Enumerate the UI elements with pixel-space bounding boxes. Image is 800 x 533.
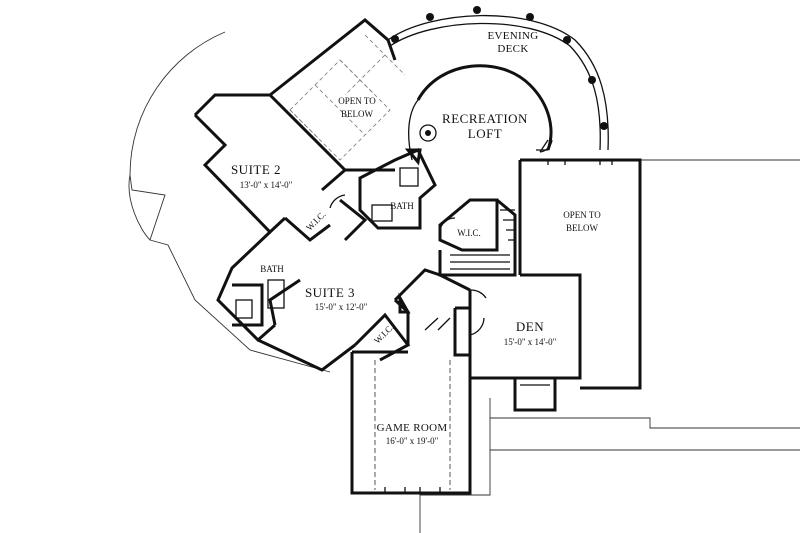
bedroom-wing-walls (193, 93, 368, 372)
bath-lower-label: BATH (260, 264, 284, 274)
suite3-name: SUITE 3 (305, 285, 355, 300)
game-room-name: GAME ROOM (377, 422, 448, 434)
vanity-icon-lower (267, 279, 285, 309)
wic-right-label: W.I.C. (457, 228, 480, 238)
evening-deck (387, 6, 609, 151)
vanity-icon (371, 204, 393, 222)
open-to-below-right-label-line1: OPEN TO (563, 210, 601, 220)
room-labels: EVENING DECK OPEN TO BELOW RECREATION LO… (231, 30, 601, 446)
evening-deck-label-line2: DECK (497, 43, 528, 55)
hall-walls (393, 268, 471, 345)
open-to-below-right-area (518, 158, 642, 390)
open-to-below-left-label-line2: BELOW (341, 109, 373, 119)
door-swings (329, 139, 553, 336)
bath-upper-label: BATH (390, 201, 414, 211)
recreation-loft-label-line1: RECREATION (442, 111, 528, 126)
den-dims: 15'-0" x 14'-0" (504, 337, 557, 347)
tub-icon (235, 299, 253, 319)
den-name: DEN (516, 319, 544, 334)
evening-deck-label-line1: EVENING (488, 30, 539, 42)
suite3-dims: 15'-0" x 12'-0" (315, 302, 368, 312)
lower-level-outline (128, 31, 800, 533)
suite2-dims: 13'-0" x 14'-0" (240, 180, 293, 190)
open-to-below-left-label-line1: OPEN TO (338, 96, 376, 106)
column-icon (419, 124, 437, 142)
upper-bath-walls (358, 148, 437, 230)
game-room-dims: 16'-0" x 19'-0" (386, 436, 439, 446)
shower-icon (399, 167, 419, 187)
recreation-loft-label-line2: LOFT (468, 126, 503, 141)
open-to-below-left-area (268, 18, 406, 172)
suite2-name: SUITE 2 (231, 162, 281, 177)
deck-post-markers (391, 6, 608, 130)
center-wic-and-stairs (438, 198, 517, 277)
open-to-below-right-label-line2: BELOW (566, 223, 598, 233)
game-room-walls (350, 350, 472, 495)
